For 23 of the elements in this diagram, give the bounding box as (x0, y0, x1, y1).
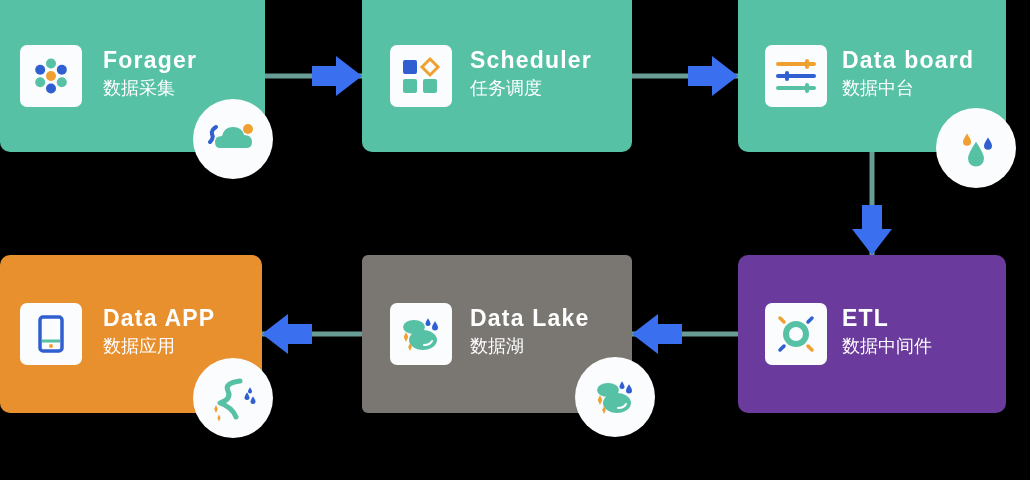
arrow (262, 314, 362, 354)
subtitle-text: 数据湖 (470, 335, 525, 358)
process-box (0, 0, 265, 152)
title-text: Data board (842, 47, 975, 73)
title-text: Data APP (103, 305, 216, 331)
subtitle-text: 数据中间件 (842, 335, 932, 358)
subtitle-text: 数据应用 (103, 335, 176, 358)
arrow (265, 56, 362, 96)
process-box (0, 255, 262, 413)
title-text: ETL (842, 305, 891, 331)
title-text: Scheduler (470, 47, 592, 73)
arrow (632, 314, 738, 354)
arrow (852, 152, 892, 255)
process-box (738, 0, 1006, 152)
arrow (632, 56, 738, 96)
title-text: Forager (103, 47, 198, 73)
process-box (738, 255, 1006, 413)
process-box (362, 255, 632, 413)
subtitle-text: 数据采集 (103, 77, 176, 100)
subtitle-text: 任务调度 (470, 77, 543, 100)
process-box (362, 0, 632, 152)
subtitle-text: 数据中台 (842, 77, 915, 100)
title-text: Data Lake (470, 305, 590, 331)
